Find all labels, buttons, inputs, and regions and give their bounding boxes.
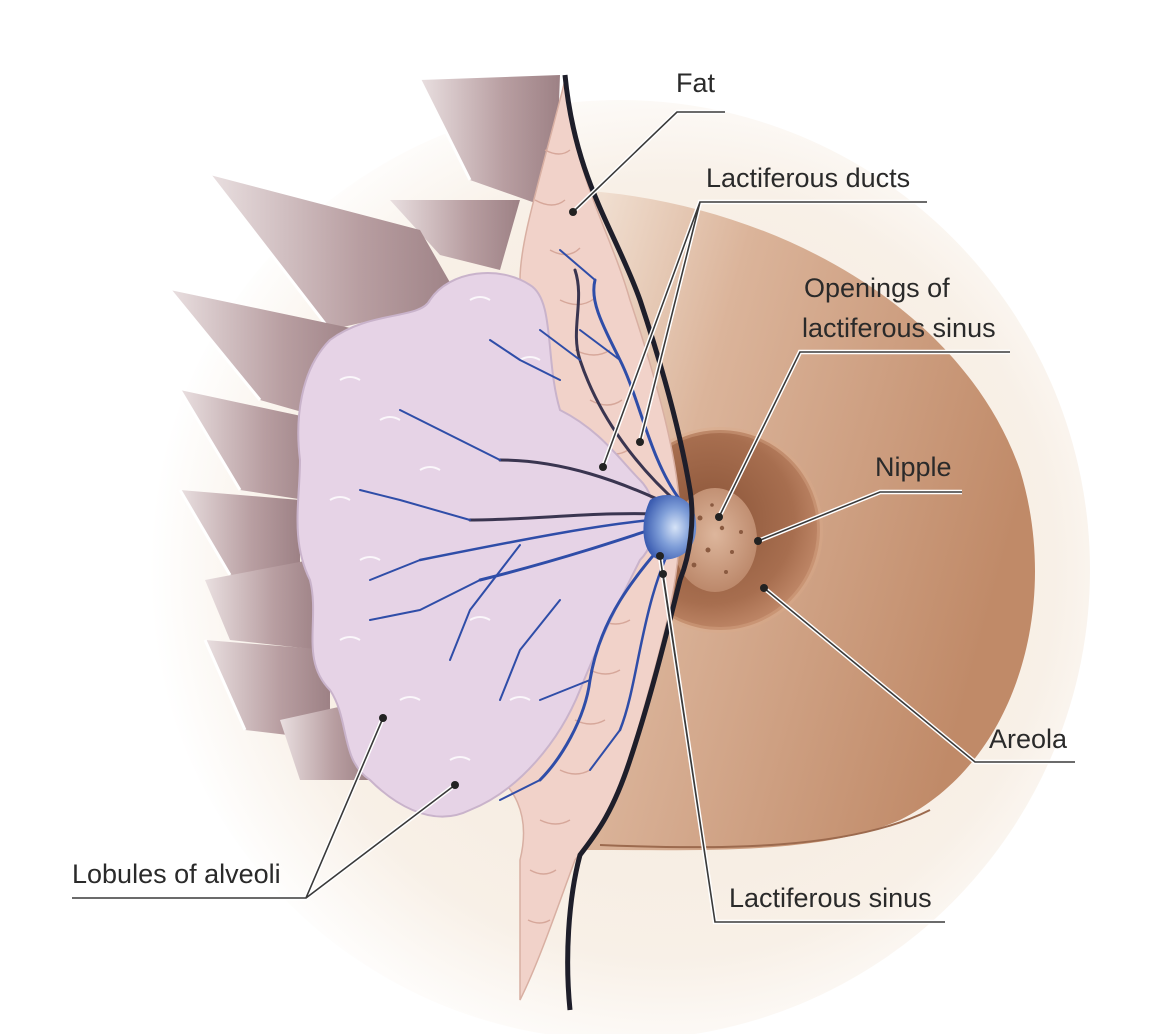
label-openings-line2: lactiferous sinus (802, 313, 996, 343)
leader-areola (760, 584, 1075, 765)
label-lactiferous-ducts: Lactiferous ducts (706, 163, 910, 193)
label-lactiferous-sinus: Lactiferous sinus (729, 883, 932, 913)
label-nipple: Nipple (875, 452, 952, 482)
label-areola: Areola (989, 724, 1068, 754)
leader-lobules (72, 714, 459, 901)
label-lobules: Lobules of alveoli (72, 859, 281, 889)
leader-lactiferous-ducts (599, 199, 927, 471)
lobules (296, 272, 656, 818)
leader-lactiferous-sinus (656, 552, 945, 925)
leader-openings (715, 349, 1010, 521)
leader-lines (72, 109, 1075, 925)
label-openings-line1: Openings of (804, 273, 950, 303)
lactiferous-ducts (359, 249, 697, 801)
leader-nipple (754, 489, 962, 545)
pectoral-muscle (168, 75, 560, 780)
labels: Fat Lactiferous ducts Openings of lactif… (72, 68, 1068, 913)
leader-fat (569, 109, 725, 216)
label-fat: Fat (676, 68, 716, 98)
skin-outline (562, 74, 695, 1011)
